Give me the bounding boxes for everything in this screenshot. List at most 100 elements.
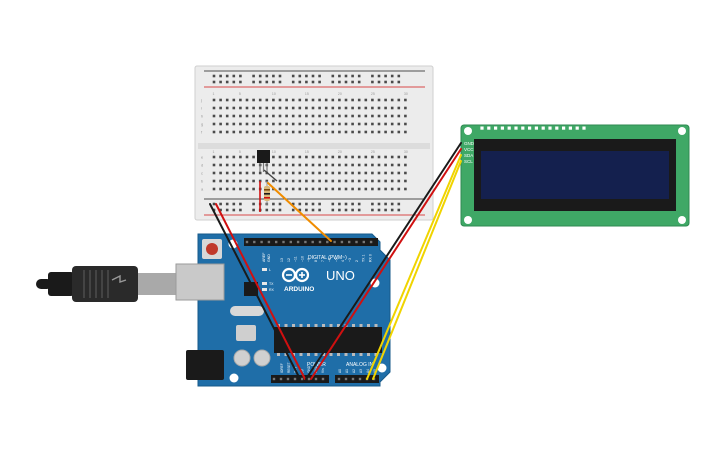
wire-black-lcd-gnd[interactable] <box>305 142 462 380</box>
wire-yellow-sda[interactable] <box>366 154 462 380</box>
breadboard-hole <box>390 98 394 102</box>
wire-yellow-scl[interactable] <box>372 160 462 380</box>
breadboard-hole <box>397 106 401 110</box>
rail-hole <box>298 208 302 212</box>
lcd-pin-gnd: GND <box>464 141 475 146</box>
breadboard-hole <box>298 106 302 110</box>
breadboard-hole <box>324 187 328 191</box>
breadboard-hole <box>258 98 262 102</box>
column-number: 15 <box>305 150 309 154</box>
breadboard-hole <box>404 171 407 175</box>
breadboard-hole <box>338 130 341 134</box>
breadboard-hole <box>357 122 361 126</box>
wire-black-gnd[interactable] <box>209 203 301 380</box>
row-letter: d <box>201 163 203 168</box>
breadboard-hole <box>357 187 361 191</box>
digital-pin-label: 13 <box>280 258 284 262</box>
breadboard-hole <box>285 155 288 159</box>
rail-hole <box>272 202 275 206</box>
breadboard-hole <box>285 114 288 118</box>
breadboard-hole <box>338 163 341 167</box>
rail-hole <box>232 80 236 84</box>
breadboard-hole <box>232 106 236 110</box>
breadboard-hole <box>364 130 368 134</box>
column-number: 30 <box>404 92 408 96</box>
rail-hole <box>397 202 401 206</box>
power-pin-label: GND <box>314 365 318 373</box>
breadboard-hole <box>219 114 222 118</box>
breadboard-hole <box>239 114 242 118</box>
led-rx <box>262 288 267 291</box>
breadboard-hole <box>291 114 295 118</box>
rail-hole <box>239 208 242 212</box>
lcd-screen <box>481 151 669 199</box>
wire-red-5v[interactable] <box>215 203 306 380</box>
header-hole <box>326 240 329 244</box>
breadboard-hole <box>390 163 394 167</box>
breadboard-hole <box>232 98 236 102</box>
rail-hole <box>291 74 295 78</box>
breadboard-hole <box>225 163 229 167</box>
column-number: 10 <box>272 150 276 154</box>
led-l-label: L <box>269 268 271 272</box>
breadboard-hole <box>331 171 335 175</box>
breadboard-hole <box>245 106 249 110</box>
rail-hole <box>318 74 321 78</box>
breadboard-hole <box>344 155 348 159</box>
breadboard-hole <box>252 122 255 126</box>
chip-pin <box>322 353 325 356</box>
wire-red-lcd-vcc[interactable] <box>310 148 462 380</box>
breadboard-hole <box>305 187 308 191</box>
breadboard-hole <box>344 114 348 118</box>
resistor-band <box>264 197 270 199</box>
breadboard-hole <box>351 155 354 159</box>
usb-plug[interactable] <box>72 266 138 302</box>
rail-hole <box>384 202 387 206</box>
power-pin-label: 5V <box>300 368 304 373</box>
breadboard-hole <box>364 171 368 175</box>
breadboard-hole <box>225 155 229 159</box>
breadboard-hole <box>351 114 354 118</box>
header-hole <box>344 377 348 381</box>
rail-hole <box>252 202 255 206</box>
breadboard-hole <box>384 187 387 191</box>
led-tx <box>262 282 267 285</box>
breadboard-hole <box>305 122 308 126</box>
sensor-chip[interactable] <box>257 150 270 163</box>
breadboard-hole <box>305 163 308 167</box>
breadboard-hole <box>245 171 249 175</box>
breadboard-hole <box>331 114 335 118</box>
breadboard-hole <box>377 106 381 110</box>
rail-hole <box>278 202 282 206</box>
header-hole <box>358 377 362 381</box>
breadboard-hole <box>364 114 368 118</box>
breadboard-hole <box>291 106 295 110</box>
wire-orange-signal[interactable] <box>267 182 332 242</box>
header-hole <box>362 240 365 244</box>
breadboard-hole <box>285 98 288 102</box>
breadboard-hole <box>364 106 368 110</box>
breadboard-hole <box>331 106 335 110</box>
breadboard-hole <box>397 187 401 191</box>
breadboard-hole <box>298 114 302 118</box>
wire-sensor-link[interactable] <box>263 169 278 182</box>
breadboard-hole <box>219 122 222 126</box>
rail-hole <box>344 208 348 212</box>
led-l <box>262 268 267 271</box>
breadboard-hole <box>265 98 269 102</box>
breadboard-hole <box>225 98 229 102</box>
lcd-header-pins <box>480 126 586 130</box>
digital-pin-label: ~5 <box>334 258 338 262</box>
digital-header <box>244 238 378 246</box>
breadboard-hole <box>351 187 354 191</box>
header-hole <box>340 240 344 244</box>
breadboard-hole <box>245 163 249 167</box>
bottom-header-holes <box>272 377 376 381</box>
reset-button-cap[interactable] <box>206 243 218 255</box>
breadboard-hole <box>338 114 341 118</box>
breadboard-hole <box>357 163 361 167</box>
breadboard-hole <box>212 106 216 110</box>
usb-cable-boot <box>48 272 74 296</box>
breadboard-hole <box>324 122 328 126</box>
voltage-regulator <box>236 325 256 341</box>
